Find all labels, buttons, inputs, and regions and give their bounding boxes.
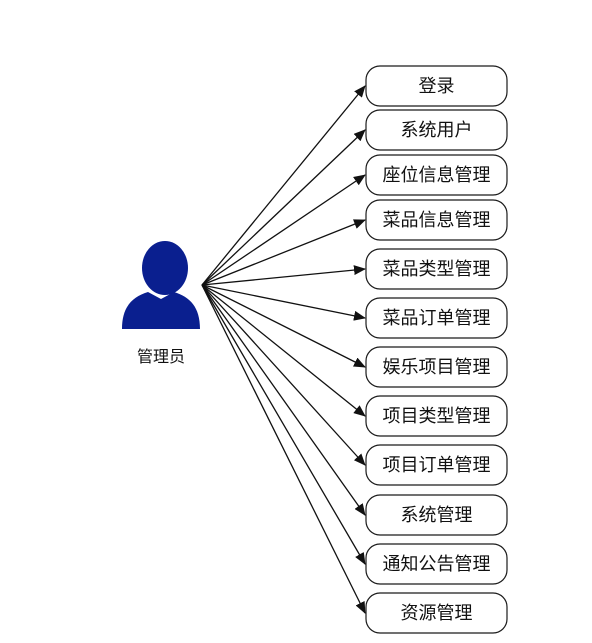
use-case-box: [365, 199, 508, 241]
association-arrow: [201, 284, 366, 516]
use-case-box: [365, 65, 508, 107]
use-case-box: [365, 297, 508, 339]
use-case-box: [365, 444, 508, 486]
use-case-node: 菜品订单管理: [365, 297, 508, 339]
actor: 管理员: [122, 241, 200, 366]
association-arrow: [201, 284, 366, 368]
user-icon-body: [122, 292, 200, 329]
use-case-label: 娱乐项目管理: [383, 357, 491, 378]
use-case-label: 系统管理: [401, 505, 473, 526]
use-case-box: [365, 109, 508, 151]
use-case-node: 登录: [365, 65, 508, 107]
use-case-label: 菜品类型管理: [383, 259, 491, 280]
use-case-box: [365, 592, 508, 634]
actor-label: 管理员: [137, 347, 185, 366]
use-case-group: 登录系统用户座位信息管理菜品信息管理菜品类型管理菜品订单管理娱乐项目管理项目类型…: [365, 65, 508, 634]
association-arrow: [201, 265, 366, 286]
use-case-label: 项目订单管理: [383, 455, 491, 476]
use-case-label: 通知公告管理: [383, 554, 491, 575]
use-case-node: 娱乐项目管理: [365, 346, 508, 388]
use-case-box: [365, 248, 508, 290]
use-case-node: 菜品信息管理: [365, 199, 508, 241]
association-arrow: [201, 284, 366, 614]
use-case-box: [365, 346, 508, 388]
use-case-box: [365, 543, 508, 585]
use-case-box: [365, 494, 508, 536]
use-case-label: 登录: [419, 76, 455, 97]
association-arrow: [201, 174, 366, 286]
association-arrow: [201, 219, 366, 286]
use-case-label: 菜品订单管理: [383, 308, 491, 329]
use-case-node: 菜品类型管理: [365, 248, 508, 290]
edge-group: [201, 85, 366, 614]
use-case-node: 资源管理: [365, 592, 508, 634]
use-case-label: 项目类型管理: [383, 406, 491, 427]
association-arrow: [201, 85, 366, 286]
user-icon-head: [142, 241, 188, 295]
association-arrow: [201, 284, 366, 417]
association-arrow: [201, 284, 366, 565]
use-case-node: 系统管理: [365, 494, 508, 536]
association-arrow: [201, 129, 366, 286]
association-arrow: [201, 284, 366, 321]
use-case-label: 资源管理: [401, 603, 473, 624]
use-case-label: 菜品信息管理: [383, 210, 491, 231]
user-icon: [122, 241, 200, 329]
association-arrow: [201, 284, 366, 466]
use-case-node: 项目类型管理: [365, 395, 508, 437]
use-case-box: [365, 154, 508, 196]
use-case-node: 通知公告管理: [365, 543, 508, 585]
use-case-node: 系统用户: [365, 109, 508, 151]
use-case-label: 座位信息管理: [383, 165, 491, 186]
use-case-node: 座位信息管理: [365, 154, 508, 196]
use-case-node: 项目订单管理: [365, 444, 508, 486]
use-case-box: [365, 395, 508, 437]
use-case-label: 系统用户: [401, 120, 473, 141]
